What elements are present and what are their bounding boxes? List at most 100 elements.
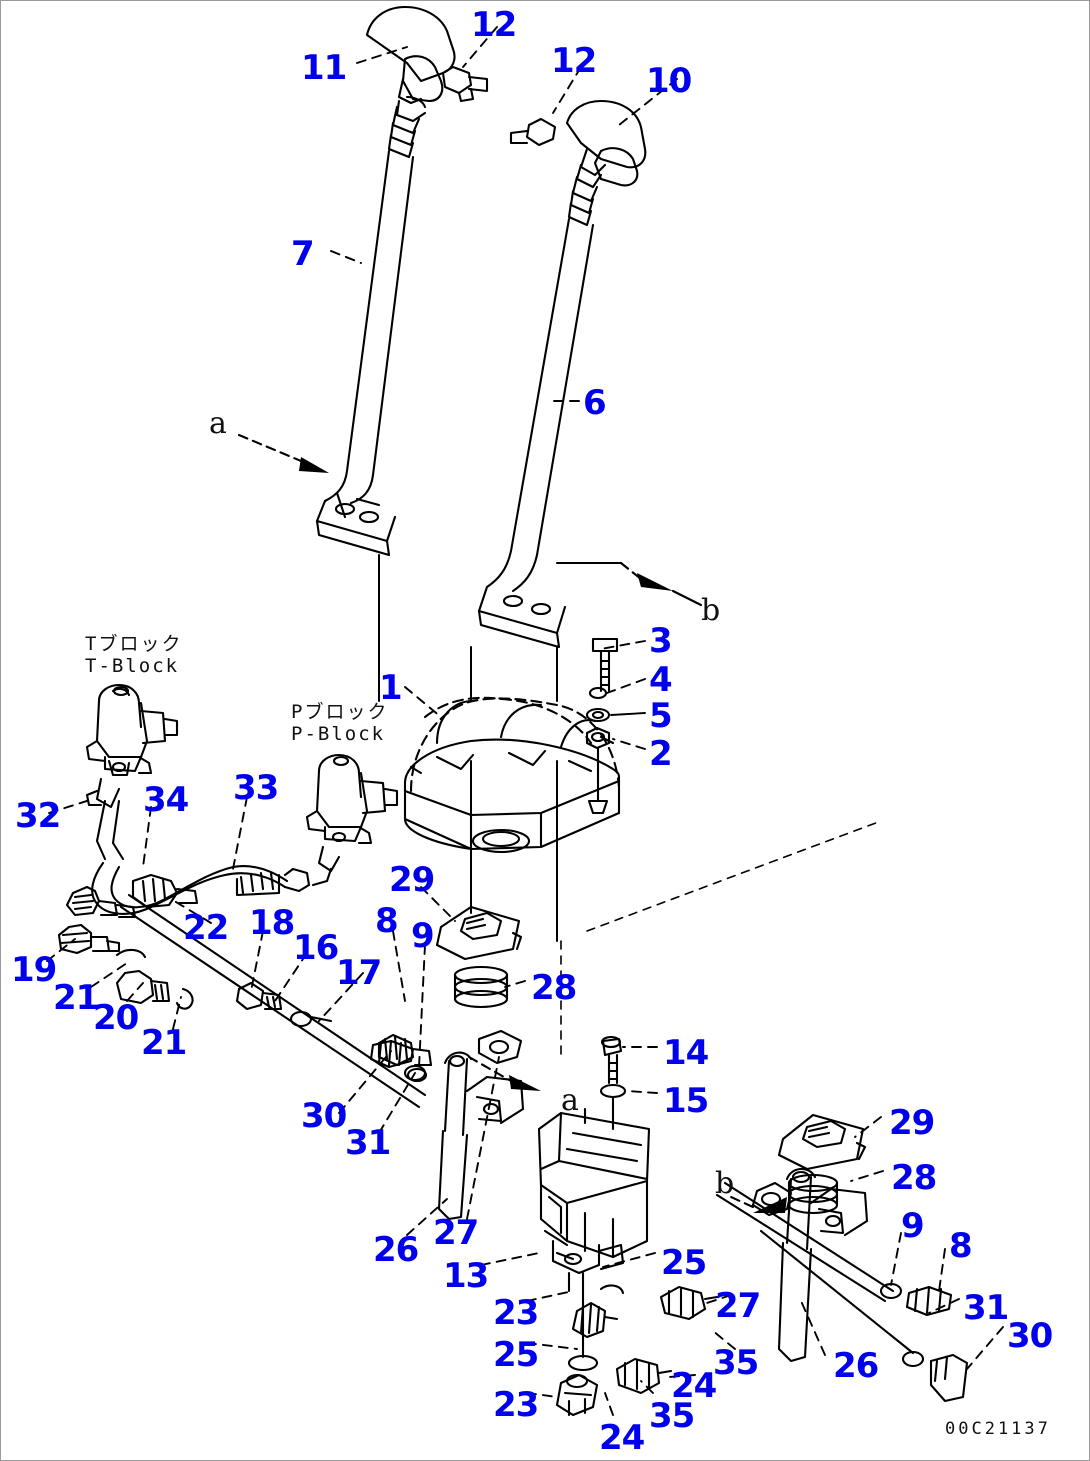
- oring-23-25-hints: [599, 1284, 625, 1295]
- lever-grip-left: [387, 105, 421, 159]
- callout-23: 23: [493, 1385, 539, 1425]
- section-arrow-a-upper: [237, 433, 303, 463]
- fitting-19: [57, 923, 121, 955]
- bolt-14: [600, 1035, 623, 1085]
- valve-stem-lower: [567, 1271, 599, 1372]
- leader-lines: [46, 26, 1004, 1416]
- lever-rod-7: [315, 149, 415, 557]
- callout-35: 35: [649, 1396, 695, 1436]
- callout-34: 34: [143, 780, 189, 820]
- p-block-fitting: [311, 845, 341, 887]
- spring-28-right: [787, 1173, 839, 1215]
- oring-21-upper: [115, 948, 147, 959]
- callout-25: 25: [661, 1243, 707, 1283]
- tube-right-lower: [715, 1181, 915, 1355]
- boot-29-right: [777, 1113, 867, 1171]
- callout-8: 8: [949, 1226, 973, 1266]
- hose-end-fitting-32: [65, 885, 137, 919]
- callout-30: 30: [301, 1096, 347, 1136]
- callout-29: 29: [389, 860, 435, 900]
- block-label-t-block: Tブロック T-Block: [85, 633, 182, 678]
- callout-26: 26: [833, 1346, 879, 1386]
- callout-10: 10: [646, 61, 692, 101]
- p-block-part: [305, 753, 399, 845]
- callout-28: 28: [531, 968, 577, 1008]
- bolt-3: [591, 637, 619, 693]
- spring-28-center: [453, 965, 509, 1009]
- callout-23: 23: [493, 1293, 539, 1333]
- washer-5: [585, 707, 611, 723]
- t-block-en: T-Block: [85, 655, 180, 678]
- callout-6: 6: [583, 383, 607, 423]
- bolt-8-right: [905, 1285, 953, 1317]
- callout-14: 14: [663, 1033, 709, 1073]
- ppc-boot-body: [403, 699, 621, 854]
- callout-21: 21: [141, 1023, 187, 1063]
- callout-30: 30: [1007, 1316, 1053, 1356]
- callout-15: 15: [663, 1081, 709, 1121]
- callout-2: 2: [649, 734, 673, 774]
- washer-31-right: [901, 1350, 925, 1368]
- washer-31-left: [403, 1064, 427, 1082]
- lever-knob-right: [565, 99, 647, 189]
- oring-21-lower: [175, 987, 194, 1010]
- callout-18: 18: [249, 903, 295, 943]
- callout-9: 9: [901, 1206, 925, 1246]
- tube-18-16-17: [235, 981, 433, 1083]
- callout-17: 17: [336, 953, 382, 993]
- washer-15: [599, 1083, 627, 1131]
- bolt-30-left: [369, 1039, 415, 1069]
- washer-4: [588, 686, 608, 700]
- nut-2: [585, 726, 611, 815]
- callout-12: 12: [551, 41, 597, 81]
- lever-rod-6: [477, 217, 595, 649]
- bolt-30-right: [929, 1353, 969, 1403]
- callout-24: 24: [671, 1366, 717, 1406]
- callout-19: 19: [11, 950, 57, 990]
- ppc-boot-cover-1: [409, 696, 621, 793]
- callout-28: 28: [891, 1158, 937, 1198]
- callout-12: 12: [471, 5, 517, 45]
- callout-20: 20: [93, 998, 139, 1038]
- t-block-fitting: [85, 777, 125, 861]
- callout-25: 25: [493, 1335, 539, 1375]
- ppc-valve-13: [537, 1107, 651, 1293]
- fitting-27-lower-right: [659, 1285, 719, 1321]
- callout-26: 26: [373, 1230, 419, 1270]
- callout-8: 8: [375, 901, 399, 941]
- arrowhead-a-upper: [299, 457, 329, 473]
- section-marker-a-lower: a: [561, 1083, 579, 1118]
- p-block-jp: Pブロック: [291, 701, 389, 723]
- callout-31: 31: [963, 1288, 1009, 1328]
- fitting-20: [115, 969, 171, 1005]
- arrowhead-a-lower: [509, 1075, 541, 1091]
- arrowhead-b-lower: [753, 1197, 787, 1213]
- callout-31: 31: [345, 1123, 391, 1163]
- callout-29: 29: [889, 1103, 935, 1143]
- t-block-jp: Tブロック: [85, 633, 183, 655]
- hose-end-fitting-34: [131, 873, 199, 909]
- bracket-right-26: [777, 1167, 869, 1363]
- callout-35: 35: [713, 1343, 759, 1383]
- drawing-code: 00C21137: [945, 1419, 1051, 1439]
- callout-27: 27: [433, 1213, 479, 1253]
- boot-29-center: [435, 905, 523, 961]
- p-block-en: P-Block: [291, 723, 386, 746]
- fitting-23-lower: [555, 1373, 599, 1417]
- callout-21: 21: [53, 978, 99, 1018]
- section-arrow-b-upper: [619, 561, 643, 581]
- callout-7: 7: [291, 234, 315, 274]
- section-marker-a-upper: a: [209, 406, 227, 441]
- callout-4: 4: [649, 660, 673, 700]
- arrowhead-b-upper: [637, 573, 673, 591]
- callout-3: 3: [649, 621, 673, 661]
- fitting-24-upper: [571, 1301, 619, 1339]
- callout-9: 9: [411, 916, 435, 956]
- t-block-part: [85, 683, 179, 777]
- bolt-12-left: [441, 65, 489, 103]
- section-marker-b-lower: b: [715, 1166, 735, 1201]
- callout-13: 13: [443, 1256, 489, 1296]
- bracket-tab-27: [477, 1029, 523, 1065]
